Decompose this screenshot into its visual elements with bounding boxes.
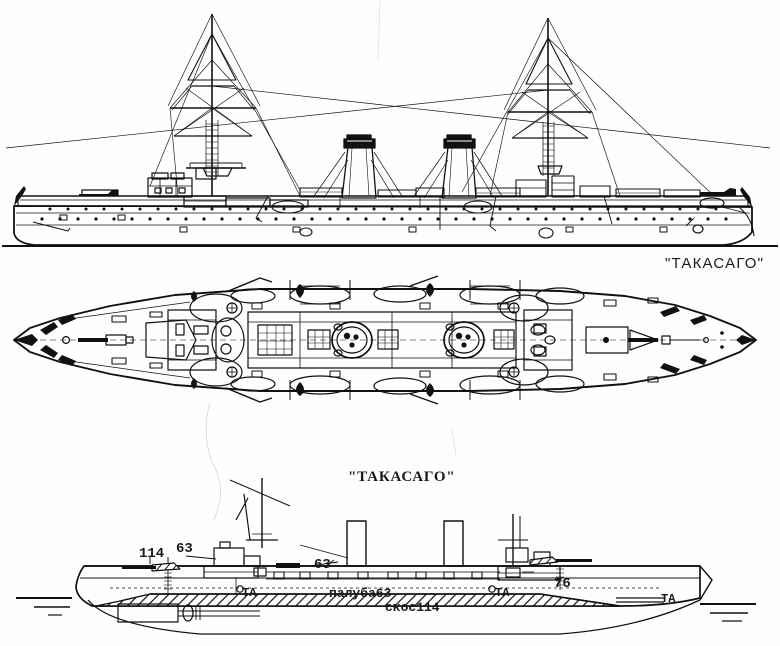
funnel-opening-aft [443,321,485,359]
porthole-row-lower [48,207,718,211]
mainmast-assembly [5,17,715,197]
annotation-slope-thickness: скос114 [385,600,440,615]
plan-davits [225,275,521,405]
stern-post [739,207,755,237]
aft-deckhouse-plan [499,294,573,386]
bow-gun-plan [61,319,197,361]
bow-point [14,334,38,346]
armour-scheme-view [16,0,756,635]
section-funnels [346,520,464,567]
funnel-opening-fore [331,321,373,359]
annotation-gun-114: 114 [139,546,165,562]
stern-point [736,335,756,345]
forecastle-edge [61,301,191,379]
annotation-torpedo-mid: ТА [495,586,510,600]
annotation-deck-thickness: палуба63 [329,586,392,601]
foremast-rigging [149,13,771,197]
stern-gun-profile [685,188,747,234]
deck-slope-line [539,593,621,607]
section-deck-battery [266,571,500,580]
hull-outline [13,205,753,246]
label-leaders [149,557,335,567]
gun-63-forward-section [185,555,300,568]
ventilator-cowls-plan [191,283,434,397]
annotation-gun-63-fore: 63 [176,541,193,557]
foremast-assembly [149,13,771,197]
conning-tower-fore [186,162,246,180]
bow-gun-114-section [122,562,181,594]
stern-deck-fittings [603,297,724,383]
bow-torpedo-tube [117,603,260,623]
funnel-aft [413,134,503,199]
profile-title: "ТАКАСАГО" [665,255,765,272]
water-marks [16,597,756,622]
section-aft-block [497,514,592,590]
annotation-gun-63-mid: 63 [314,557,331,573]
mainmast-rigging [5,17,715,197]
stern-detail [740,187,752,207]
stern-torpedo-line [616,597,664,603]
porthole-row-upper [40,217,728,221]
section-title: "ТАКАСАГО" [348,469,456,485]
side-elevation-view [2,13,778,248]
forward-superstructure [147,172,309,208]
stern-gun-plan [585,326,709,354]
annotation-gun-76: 76 [554,576,571,592]
section-hull-outline [75,565,701,607]
forward-deckhouse-plan [167,293,243,387]
bow-deck-fittings [40,311,163,369]
pointer-63-lead [299,544,349,559]
funnel-forward [313,134,403,199]
bow-gun-profile [79,189,119,196]
bow-stem-detail [14,186,26,206]
underwater-hull [87,599,701,635]
stern-section [699,565,713,601]
annotation-torpedo-fore: ТА [242,586,257,600]
boat-davits [255,195,613,232]
bow-anchor-mark [32,221,71,232]
section-foremast [229,478,291,548]
paper-creases [205,0,457,521]
section-jackstaff [235,493,251,541]
pointer-63-mid [309,561,339,567]
annotation-torpedo-aft: ТА [661,592,676,606]
gunport-row [59,214,668,233]
midship-structures [271,175,701,239]
deck-plan-view [13,275,757,405]
torpedo-tube-markers [236,585,496,593]
